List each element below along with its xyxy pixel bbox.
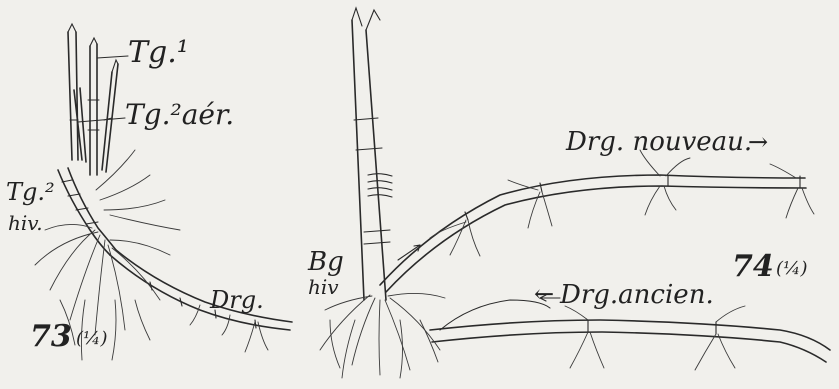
figure-74-number: 74 [732,249,774,284]
figure-73-leaders [78,56,128,122]
figure-74-scale: (¼) [776,258,808,279]
label-tg2-aer: Tg.²aér. [125,98,234,131]
label-tg2-hiv-bottom: hiv. [8,211,43,235]
label-bg-bottom: hiv [308,275,339,299]
figure-73-scale: (¼) [76,328,108,349]
label-drg-nouveau: Drg. nouveau. [565,127,752,157]
label-tg1: Tg.¹ [128,35,189,70]
figure-73-number: 73 [30,319,72,354]
label-drg-ancien: Drg.ancien. [559,280,714,310]
label-tg2-hiv-top: Tg.² [6,178,55,206]
arrow-left: ← [534,280,554,308]
label-drg: Drg. [209,286,264,314]
arrow-right: → [748,128,768,156]
figure-74-drawing [320,8,830,378]
label-bg-top: Bg [307,247,344,277]
